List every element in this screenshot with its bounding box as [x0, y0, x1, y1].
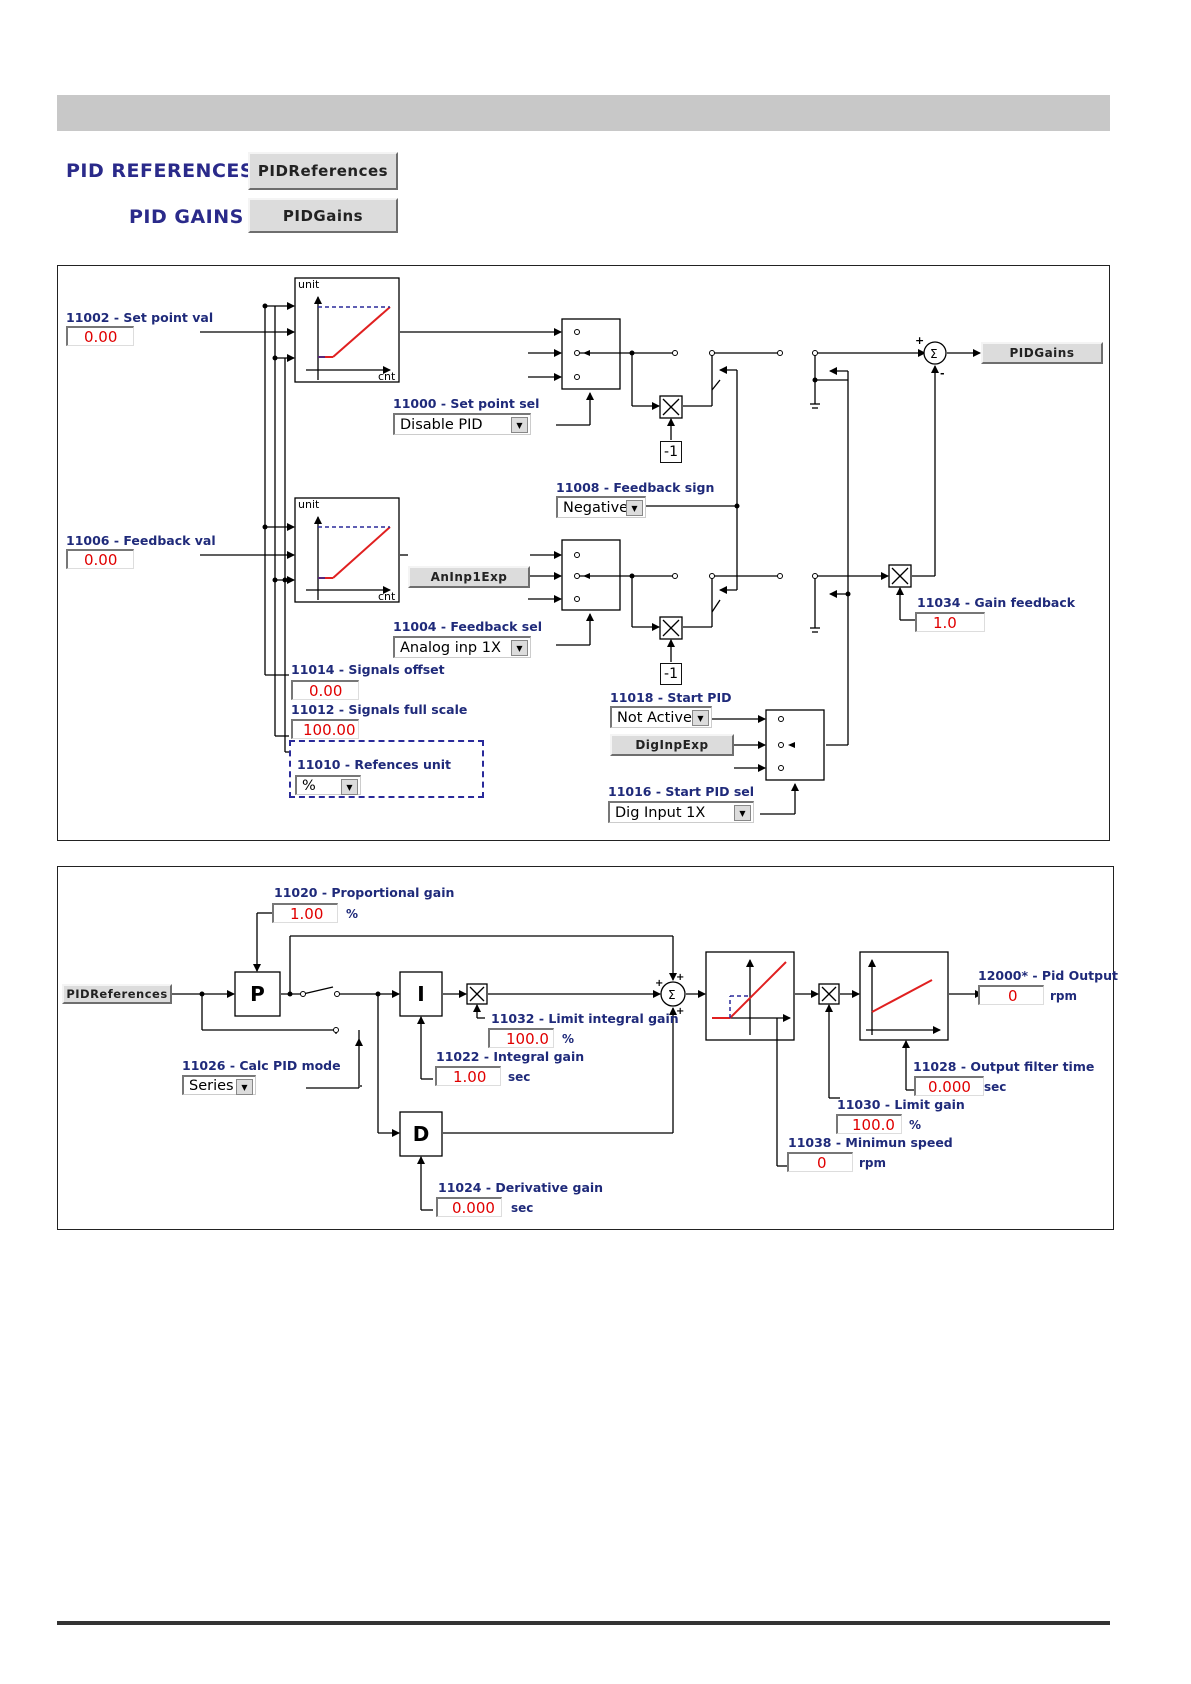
- start-pid-sel-dropdown[interactable]: Dig Input 1X ▼: [608, 801, 754, 823]
- diginp-button[interactable]: DigInpExp: [610, 734, 734, 756]
- feedback-sign-label: 11008 - Feedback sign: [556, 480, 715, 495]
- integral-gain-field[interactable]: 1.00: [435, 1066, 501, 1086]
- proportional-gain-field[interactable]: 1.00: [272, 903, 338, 923]
- minimum-speed-field[interactable]: 0: [787, 1152, 853, 1172]
- feedback-sign-dropdown[interactable]: Negative ▼: [556, 496, 646, 518]
- chevron-down-icon[interactable]: ▼: [236, 1079, 253, 1095]
- minimum-speed-label: 11038 - Minimun speed: [788, 1135, 953, 1150]
- limit-gain-field[interactable]: 100.0: [836, 1114, 902, 1134]
- chevron-down-icon[interactable]: ▼: [692, 710, 709, 726]
- chevron-down-icon[interactable]: ▼: [734, 805, 751, 821]
- sum-plus: +: [915, 334, 924, 347]
- start-pid-dropdown[interactable]: Not Active ▼: [610, 706, 712, 728]
- feedback-val-field[interactable]: 0.00: [66, 549, 134, 569]
- set-point-sel-value: Disable PID: [400, 416, 483, 433]
- set-point-sel-dropdown[interactable]: Disable PID ▼: [393, 413, 531, 435]
- gains-sum-symbol: Σ: [668, 988, 676, 1002]
- limit-gain-label: 11030 - Limit gain: [837, 1097, 965, 1112]
- sum-symbol: Σ: [930, 347, 938, 361]
- header-bar: [57, 95, 1110, 131]
- feedback-sign-value: Negative: [563, 499, 629, 516]
- chevron-down-icon[interactable]: ▼: [341, 779, 358, 795]
- pid-references-button[interactable]: PIDReferences: [248, 152, 398, 190]
- negate-block-2: -1: [660, 663, 682, 685]
- sum-minus: -: [940, 367, 945, 380]
- derivative-gain-label: 11024 - Derivative gain: [438, 1180, 604, 1195]
- axis-unit-1: unit: [298, 278, 320, 291]
- start-pid-sel-label: 11016 - Start PID sel: [608, 784, 755, 799]
- output-filter-time-field[interactable]: 0.000: [914, 1076, 984, 1096]
- limit-gain-unit: %: [909, 1118, 922, 1132]
- start-pid-value: Not Active: [617, 709, 692, 726]
- signals-offset-field[interactable]: 0.00: [291, 680, 359, 700]
- footer-rule: [57, 1621, 1110, 1625]
- pid-output-label: 12000* - Pid Output: [978, 968, 1118, 983]
- block-d: D: [412, 1122, 430, 1146]
- set-point-val-label: 11002 - Set point val: [66, 310, 214, 325]
- limit-integral-gain-unit: %: [562, 1032, 575, 1046]
- chevron-down-icon[interactable]: ▼: [511, 417, 528, 433]
- negate-block-1: -1: [660, 441, 682, 463]
- calc-pid-mode-dropdown[interactable]: Series ▼: [182, 1075, 256, 1095]
- axis-cnt-2: cnt: [378, 590, 396, 603]
- proportional-gain-label: 11020 - Proportional gain: [274, 885, 455, 900]
- proportional-gain-unit: %: [346, 907, 359, 921]
- derivative-gain-field[interactable]: 0.000: [436, 1197, 502, 1217]
- references-unit-label: 11010 - Refences unit: [297, 757, 452, 772]
- pid-references-label: PID REFERENCES: [66, 160, 255, 182]
- gain-feedback-label: 11034 - Gain feedback: [917, 595, 1076, 610]
- gains-sum-plus-3: +: [676, 1006, 684, 1017]
- signals-full-scale-label: 11012 - Signals full scale: [291, 702, 468, 717]
- pidreferences-button[interactable]: PIDReferences: [62, 984, 172, 1004]
- pid-gains-label: PID GAINS: [129, 206, 244, 228]
- block-p: P: [250, 982, 265, 1006]
- output-filter-time-unit: sec: [984, 1080, 1007, 1094]
- axis-cnt-1: cnt: [378, 370, 396, 383]
- calc-pid-mode-label: 11026 - Calc PID mode: [182, 1058, 341, 1073]
- block-i: I: [417, 982, 425, 1006]
- chevron-down-icon[interactable]: ▼: [626, 500, 643, 516]
- feedback-val-label: 11006 - Feedback val: [66, 533, 216, 548]
- set-point-sel-label: 11000 - Set point sel: [393, 396, 540, 411]
- gains-sum-plus-1: +: [655, 978, 663, 989]
- limit-integral-gain-field[interactable]: 100.0: [488, 1028, 554, 1048]
- gains-sum-plus-2: +: [676, 972, 684, 983]
- anin-button[interactable]: AnInp1Exp: [408, 566, 530, 588]
- feedback-sel-dropdown[interactable]: Analog inp 1X ▼: [393, 636, 531, 658]
- references-unit-dropdown[interactable]: % ▼: [295, 775, 361, 795]
- gain-feedback-field[interactable]: 1.0: [915, 612, 985, 632]
- start-pid-sel-value: Dig Input 1X: [615, 804, 706, 821]
- calc-pid-mode-value: Series: [189, 1077, 234, 1094]
- signals-offset-label: 11014 - Signals offset: [291, 662, 445, 677]
- references-unit-group: [289, 740, 484, 798]
- integral-gain-unit: sec: [508, 1070, 531, 1084]
- pid-output-field: 0: [978, 985, 1044, 1005]
- output-filter-time-label: 11028 - Output filter time: [913, 1059, 1095, 1074]
- pid-gains-panel: [57, 866, 1114, 1230]
- limit-integral-gain-label: 11032 - Limit integral gain: [491, 1011, 679, 1026]
- feedback-sel-value: Analog inp 1X: [400, 639, 501, 656]
- pid-output-unit: rpm: [1050, 989, 1078, 1003]
- integral-gain-label: 11022 - Integral gain: [436, 1049, 585, 1064]
- feedback-sel-label: 11004 - Feedback sel: [393, 619, 542, 634]
- axis-unit-2: unit: [298, 498, 320, 511]
- derivative-gain-unit: sec: [511, 1201, 534, 1215]
- signals-full-scale-field[interactable]: 100.00: [291, 719, 359, 739]
- pid-gains-button[interactable]: PIDGains: [248, 198, 398, 233]
- pidgains-button[interactable]: PIDGains: [981, 342, 1103, 364]
- start-pid-label: 11018 - Start PID: [610, 690, 732, 705]
- minimum-speed-unit: rpm: [859, 1156, 887, 1170]
- references-unit-value: %: [302, 777, 316, 794]
- set-point-val-field[interactable]: 0.00: [66, 326, 134, 346]
- chevron-down-icon[interactable]: ▼: [511, 640, 528, 656]
